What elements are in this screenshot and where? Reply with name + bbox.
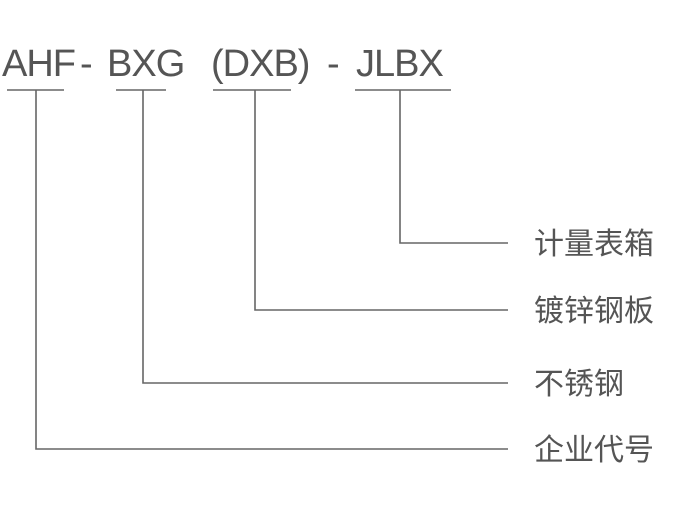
leader-material	[142, 90, 508, 384]
code-box: JLBX	[356, 43, 443, 85]
leader-company	[35, 90, 508, 450]
label-box: 计量表箱	[534, 227, 654, 262]
leader-box	[399, 90, 508, 244]
code-plate: (DXB)	[211, 43, 309, 85]
code-material: BXG	[107, 43, 184, 85]
label-material: 不锈钢	[534, 367, 624, 402]
leader-plate	[254, 90, 508, 311]
code-dash-1: -	[80, 43, 92, 85]
label-plate: 镀锌钢板	[534, 294, 654, 329]
code-dash-2: -	[327, 43, 339, 85]
label-company: 企业代号	[534, 433, 654, 468]
code-company: AHF	[2, 43, 75, 85]
